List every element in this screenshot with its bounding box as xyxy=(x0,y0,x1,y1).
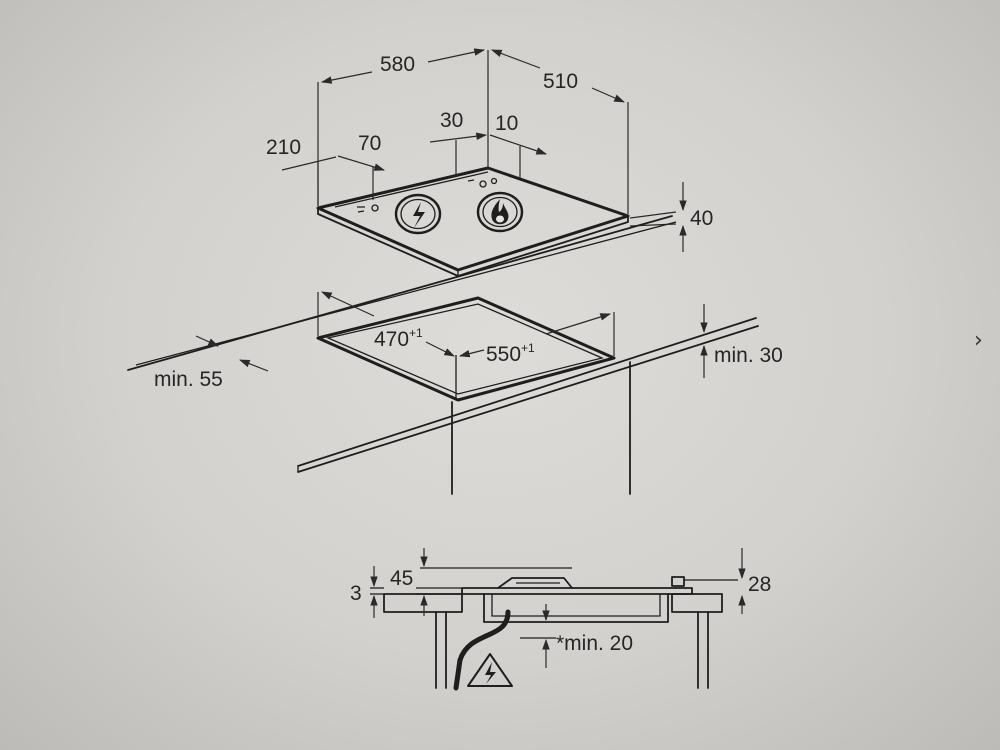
hob-indicators xyxy=(357,177,498,213)
dim-min-front-label: min. 55 xyxy=(154,368,223,391)
electric-warning-triangle-icon xyxy=(467,653,513,687)
electric-knob xyxy=(394,193,442,235)
dim-section-glass-label: 3 xyxy=(350,582,362,605)
dim-left-offset-label: 210 xyxy=(266,136,301,159)
dim-knob-spacing-label: 70 xyxy=(358,132,381,155)
worktop xyxy=(127,215,759,473)
dim-rear-offset-label: 30 xyxy=(440,109,463,132)
next-chevron-icon[interactable]: › xyxy=(974,328,983,353)
dim-cutout-width-label: 550+1 xyxy=(486,341,535,366)
cutout xyxy=(316,296,631,495)
dim-section-clearance-label: *min. 20 xyxy=(556,632,633,655)
gas-knob xyxy=(476,191,524,233)
hob-unit xyxy=(316,166,630,277)
dim-height-label: 40 xyxy=(690,207,713,230)
flame-icon xyxy=(491,199,509,225)
lightning-bolt-icon xyxy=(413,202,425,228)
dim-cutout-depth-label: 470+1 xyxy=(374,326,423,351)
section-dimensions xyxy=(370,548,746,668)
dim-min-side-label: min. 30 xyxy=(714,344,783,367)
dim-width-label: 580 xyxy=(380,53,415,76)
power-cable xyxy=(453,609,511,691)
dim-section-knob-label: 28 xyxy=(748,573,771,596)
dim-section-top-label: 45 xyxy=(390,567,413,590)
hob-top-plate xyxy=(316,166,630,272)
dim-depth-label: 510 xyxy=(543,70,578,93)
dim-rear-small-label: 10 xyxy=(495,112,518,135)
hob-dimensions xyxy=(281,48,687,252)
section-view xyxy=(383,576,738,691)
cutout-dimensions xyxy=(195,291,708,378)
